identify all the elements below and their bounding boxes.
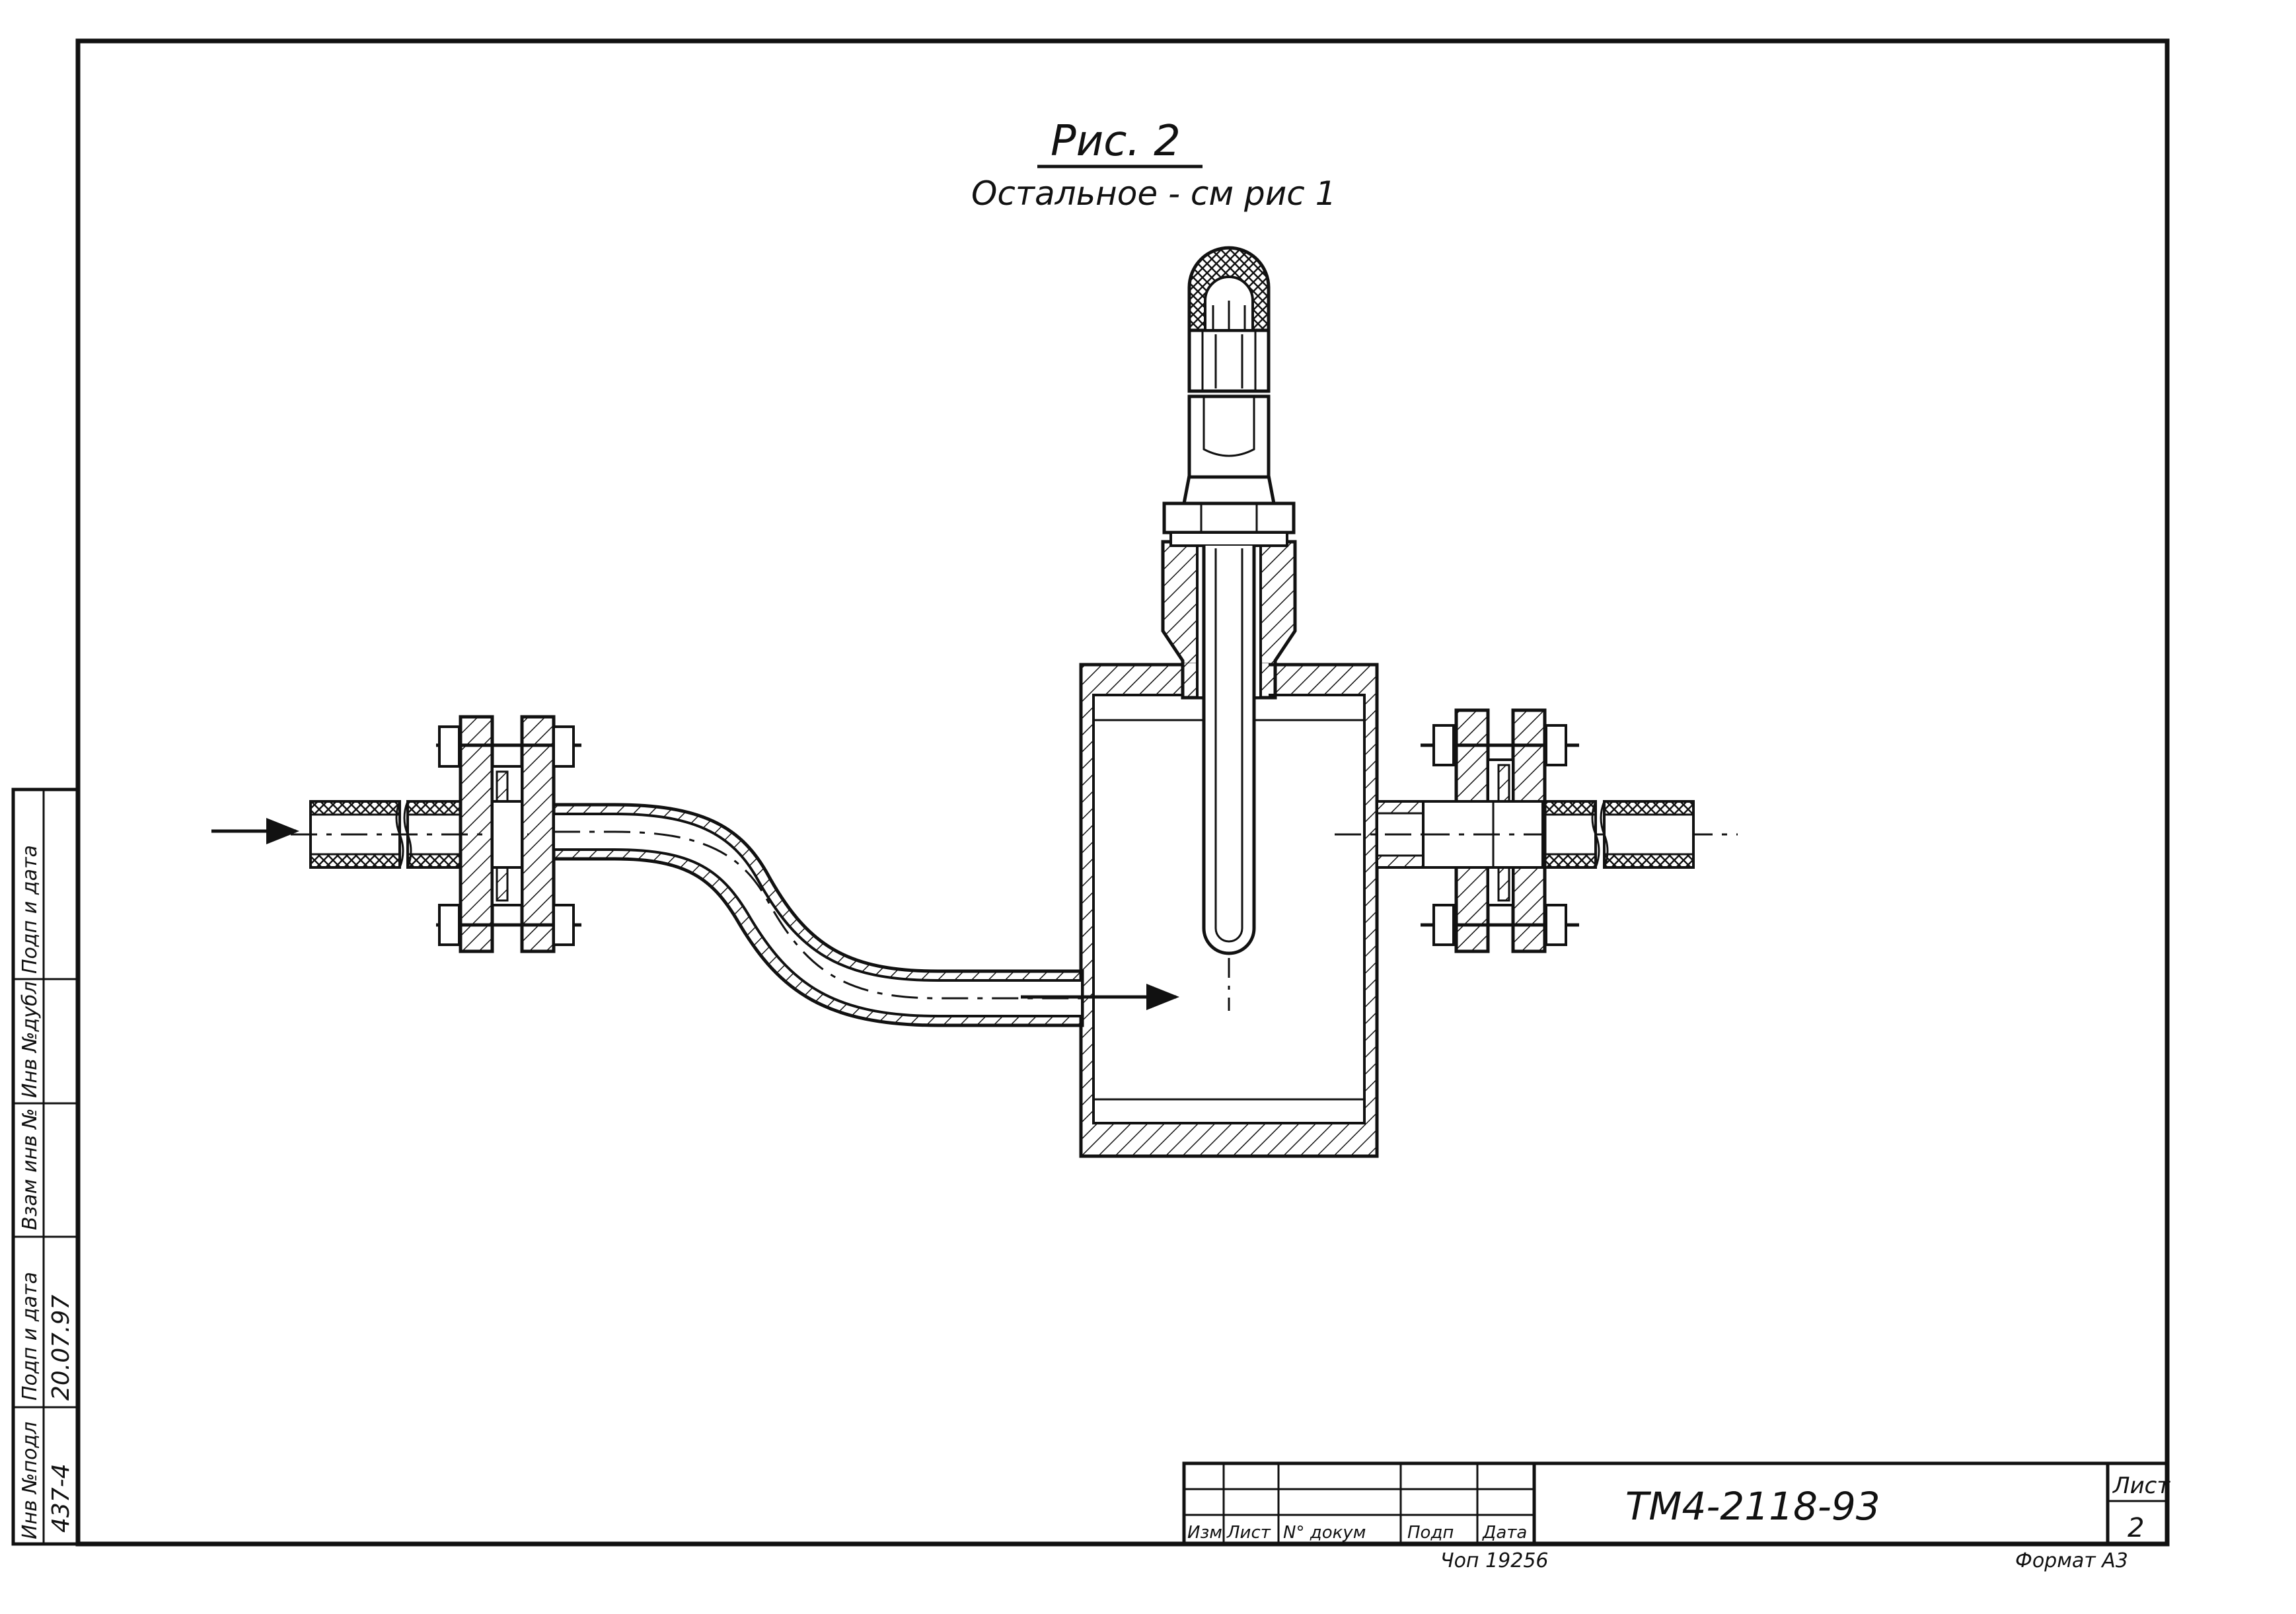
side-stamp-label-podp-data-2: Подп и дата — [19, 845, 42, 974]
s-bend-pipe — [552, 803, 1179, 1027]
sheet-number: 2 — [2128, 1513, 2144, 1543]
side-stamp-label-vzam-inv: Взам инв № — [19, 1108, 42, 1230]
title-block-header-izm: Изм — [1187, 1523, 1222, 1543]
thermometer-assembly — [1161, 246, 1297, 1011]
figure-title: Рис. 2 — [1051, 117, 1181, 166]
title-block-header-dokum: N° докум — [1283, 1523, 1366, 1543]
side-stamp-value-date: 20.07.97 — [48, 1295, 75, 1401]
sheet-label: Лист — [2112, 1473, 2170, 1499]
title-block-header-podp: Подп — [1407, 1523, 1454, 1543]
title-block-header-list: Лист — [1226, 1523, 1271, 1543]
side-stamp-label-inv-podl: Инв №подл — [19, 1422, 42, 1539]
side-stamp-label-inv-dubl: Инв №дубл — [19, 981, 42, 1098]
format-label: Формат А3 — [2015, 1549, 2128, 1572]
document-designation: ТМ4-2118-93 — [1625, 1484, 1880, 1529]
right-flange-joint — [1421, 708, 1579, 953]
side-stamp-label-podp-data-1: Подп и дата — [19, 1272, 42, 1401]
title-block — [1182, 1461, 2169, 1546]
below-frame-left-note: Чоп 19256 — [1440, 1549, 1549, 1572]
title-block-header-data: Дата — [1482, 1523, 1527, 1543]
left-flange-joint — [436, 715, 581, 953]
inlet-pipeline — [211, 800, 529, 869]
figure-subtitle: Остальное - см рис 1 — [971, 174, 1336, 213]
side-stamp — [11, 788, 80, 1546]
side-stamp-value-inv-podl: 437-4 — [48, 1463, 75, 1533]
